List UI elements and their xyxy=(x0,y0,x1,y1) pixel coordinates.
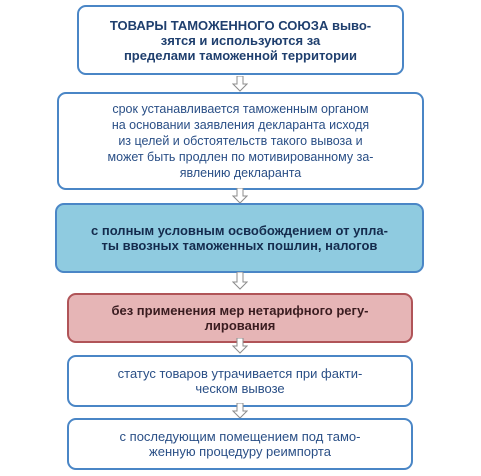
down-arrow-icon xyxy=(232,403,248,419)
down-arrow-icon xyxy=(232,76,248,92)
flow-box-2: срок устанавливается таможенным органом … xyxy=(57,92,424,190)
flow-box-6-line-2: женную процедуру реимпорта xyxy=(149,444,331,459)
flow-box-2-line-1: срок устанавливается таможенным органом xyxy=(112,102,369,116)
flow-box-4-text: без применения мер нетарифного регу- лир… xyxy=(111,303,368,333)
flow-box-2-text: срок устанавливается таможенным органом … xyxy=(108,101,374,181)
flow-box-2-line-4: может быть продлен по мотивированному за… xyxy=(107,150,374,164)
down-arrow-icon xyxy=(232,188,248,204)
flow-box-1-line-1: ТОВАРЫ ТАМОЖЕННОГО СОЮЗА выво- xyxy=(109,17,372,33)
flow-box-1-text: ТОВАРЫ ТАМОЖЕННОГО СОЮЗА выво- зятся и и… xyxy=(110,18,371,63)
flow-box-1: ТОВАРЫ ТАМОЖЕННОГО СОЮЗА выво- зятся и и… xyxy=(77,5,404,75)
flow-box-6-line-1: с последующим помещением под тамо- xyxy=(119,429,361,444)
flow-box-5: статус товаров утрачивается при факти- ч… xyxy=(67,355,413,407)
flow-box-1-line-2: зятся и используются за xyxy=(160,32,321,48)
flow-box-5-line-2: ческом вывозе xyxy=(195,381,285,396)
down-arrow-icon xyxy=(232,338,248,354)
flow-box-3-text: с полным условным освобождением от упла-… xyxy=(91,223,388,253)
flow-box-4: без применения мер нетарифного регу- лир… xyxy=(67,293,413,343)
flow-box-5-text: статус товаров утрачивается при факти- ч… xyxy=(118,366,363,396)
flow-box-5-line-1: статус товаров утрачивается при факти- xyxy=(117,366,363,381)
down-arrow-icon xyxy=(232,272,248,290)
flow-box-3-line-1: с полным условным освобождением от упла- xyxy=(91,223,388,238)
flow-box-4-line-2: лирования xyxy=(204,318,276,333)
flow-box-3: с полным условным освобождением от упла-… xyxy=(55,203,424,273)
flow-box-4-line-1: без применения мер нетарифного регу- xyxy=(111,303,369,318)
flow-box-1-line-3: пределами таможенной территории xyxy=(123,47,358,63)
flow-box-3-line-2: ты ввозных таможенных пошлин, налогов xyxy=(101,238,378,253)
flow-box-2-line-2: на основании заявления декларанта исходя xyxy=(111,118,370,132)
flow-box-6-text: с последующим помещением под тамо- женну… xyxy=(120,429,361,459)
flow-box-6: с последующим помещением под тамо- женну… xyxy=(67,418,413,470)
flow-box-2-line-3: из целей и обстоятельств такого вывоза и xyxy=(118,134,363,148)
flow-box-2-line-5: явлению декларанта xyxy=(179,166,302,180)
